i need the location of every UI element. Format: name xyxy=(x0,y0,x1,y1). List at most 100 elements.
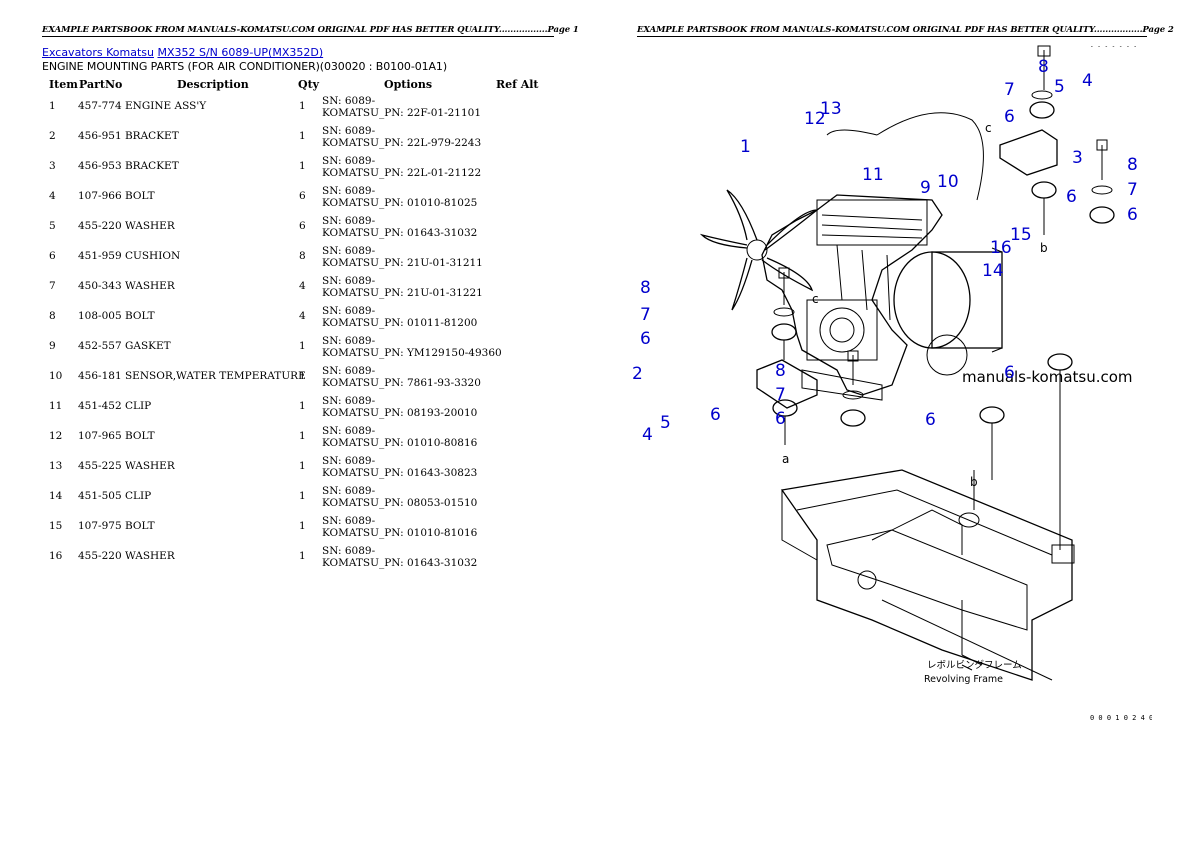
callout-3: 3 xyxy=(1072,148,1083,168)
top-code: - - - - - - - xyxy=(1090,43,1137,50)
cell-partno-description: 107-965 BOLT xyxy=(78,430,155,442)
letter-b-right: b xyxy=(1040,241,1048,255)
cell-partno-description: 450-343 WASHER xyxy=(78,280,175,292)
callout-6f: 6 xyxy=(710,405,721,425)
cell-options-sn: SN: 6089- xyxy=(322,125,376,137)
cell-qty: 1 xyxy=(299,340,306,352)
page-header: EXAMPLE PARTSBOOK FROM MANUALS-KOMATSU.C… xyxy=(42,25,579,37)
callout-7a: 7 xyxy=(1004,80,1015,100)
frame-label-jp: レボルビングフレーム xyxy=(927,659,1022,671)
diagram-svg: - - - - - - - xyxy=(632,43,1153,722)
cell-qty: 1 xyxy=(299,460,306,472)
cell-options-sn: SN: 6089- xyxy=(322,485,376,497)
table-row: 8 108-005 BOLT 4 SN: 6089-KOMATSU_PN: 01011… xyxy=(0,305,560,336)
cell-options-pn: KOMATSU_PN: YM129150-49360 xyxy=(322,347,502,359)
cell-qty: 8 xyxy=(299,250,306,262)
revolving-frame-drawing xyxy=(780,469,1075,681)
callout-7d: 7 xyxy=(775,385,786,405)
callout-5a: 5 xyxy=(1054,77,1065,97)
cell-qty: 1 xyxy=(299,490,306,502)
cell-options-pn: KOMATSU_PN: 22L-01-21122 xyxy=(322,167,482,179)
table-row: 14 451-505 CLIP 1 SN: 6089-KOMATSU_PN: 0805… xyxy=(0,485,560,516)
callout-6a: 6 xyxy=(1004,107,1015,127)
col-options: Options xyxy=(384,78,433,91)
callout-6c: 6 xyxy=(1127,205,1138,225)
cell-qty: 1 xyxy=(299,100,306,112)
cell-options-sn: SN: 6089- xyxy=(322,155,376,167)
cell-qty: 1 xyxy=(299,370,306,382)
cell-partno-description: 455-225 WASHER xyxy=(78,460,175,472)
cell-options-pn: KOMATSU_PN: 01643-30823 xyxy=(322,467,478,479)
cell-partno-description: 451-452 CLIP xyxy=(78,400,152,412)
cell-item: 15 xyxy=(49,520,63,532)
cell-options-sn: SN: 6089- xyxy=(322,275,376,287)
breadcrumb: Excavators Komatsu MX352 S/N 6089-UP(MX3… xyxy=(42,46,323,59)
letter-b-frame: b xyxy=(970,475,978,489)
callout-10: 10 xyxy=(937,172,959,192)
cell-qty: 1 xyxy=(299,550,306,562)
cell-partno-description: 457-774 ENGINE ASS'Y xyxy=(78,100,207,112)
cell-options-sn: SN: 6089- xyxy=(322,515,376,527)
cell-options-pn: KOMATSU_PN: 21U-01-31211 xyxy=(322,257,483,269)
cell-options-pn: KOMATSU_PN: 01011-81200 xyxy=(322,317,478,329)
callout-4a: 4 xyxy=(1082,71,1093,91)
cell-item: 10 xyxy=(49,370,63,382)
cell-item: 11 xyxy=(49,400,63,412)
page-2: EXAMPLE PARTSBOOK FROM MANUALS-KOMATSU.C… xyxy=(595,0,1190,842)
cell-partno-description: 456-953 BRACKET xyxy=(78,160,179,172)
cell-partno-description: 452-557 GASKET xyxy=(78,340,171,352)
cell-options-pn: KOMATSU_PN: 08193-20010 xyxy=(322,407,478,419)
cell-item: 6 xyxy=(49,250,56,262)
cell-partno-description: 108-005 BOLT xyxy=(78,310,155,322)
cell-item: 14 xyxy=(49,490,63,502)
breadcrumb-link-model[interactable]: MX352 S/N 6089-UP(MX352D) xyxy=(157,46,324,59)
cell-qty: 4 xyxy=(299,310,306,322)
cell-options-sn: SN: 6089- xyxy=(322,395,376,407)
callout-16: 16 xyxy=(990,238,1012,258)
cell-options-pn: KOMATSU_PN: 01010-81025 xyxy=(322,197,478,209)
bracket-2-drawing xyxy=(756,359,818,409)
cell-options-sn: SN: 6089- xyxy=(322,245,376,257)
cell-qty: 1 xyxy=(299,130,306,142)
callout-6e: 6 xyxy=(1004,363,1015,383)
cell-item: 8 xyxy=(49,310,56,322)
cell-options-pn: KOMATSU_PN: 01010-81016 xyxy=(322,527,478,539)
cell-partno-description: 451-505 CLIP xyxy=(78,490,152,502)
cell-options-pn: KOMATSU_PN: 08053-01510 xyxy=(322,497,478,509)
cell-partno-description: 456-181 SENSOR,WATER TEMPERATURE xyxy=(78,370,306,382)
callout-6d: 6 xyxy=(640,329,651,349)
cell-item: 9 xyxy=(49,340,56,352)
cell-partno-description: 455-220 WASHER xyxy=(78,220,175,232)
cell-options-sn: SN: 6089- xyxy=(322,545,376,557)
cell-options-pn: KOMATSU_PN: 01643-31032 xyxy=(322,227,478,239)
cell-options-pn: KOMATSU_PN: 22L-979-2243 xyxy=(322,137,482,149)
cell-item: 16 xyxy=(49,550,63,562)
callout-6b: 6 xyxy=(1066,187,1077,207)
cell-item: 7 xyxy=(49,280,56,292)
breadcrumb-link-excavators[interactable]: Excavators Komatsu xyxy=(42,46,154,59)
watermark: manuals-komatsu.com xyxy=(962,368,1133,386)
cell-item: 4 xyxy=(49,190,56,202)
cell-qty: 1 xyxy=(299,430,306,442)
letter-a-left: a xyxy=(782,452,789,466)
cell-options-sn: SN: 6089- xyxy=(322,455,376,467)
cell-options-pn: KOMATSU_PN: 01643-31032 xyxy=(322,557,478,569)
engine-drawing xyxy=(699,112,1058,401)
cell-qty: 1 xyxy=(299,400,306,412)
cell-options-sn: SN: 6089- xyxy=(322,305,376,317)
callout-9: 9 xyxy=(920,178,931,198)
callout-11: 11 xyxy=(862,165,884,185)
cell-item: 5 xyxy=(49,220,56,232)
fan-drawing xyxy=(699,189,819,311)
cell-options-sn: SN: 6089- xyxy=(322,95,376,107)
col-partno: PartNo xyxy=(79,78,123,91)
